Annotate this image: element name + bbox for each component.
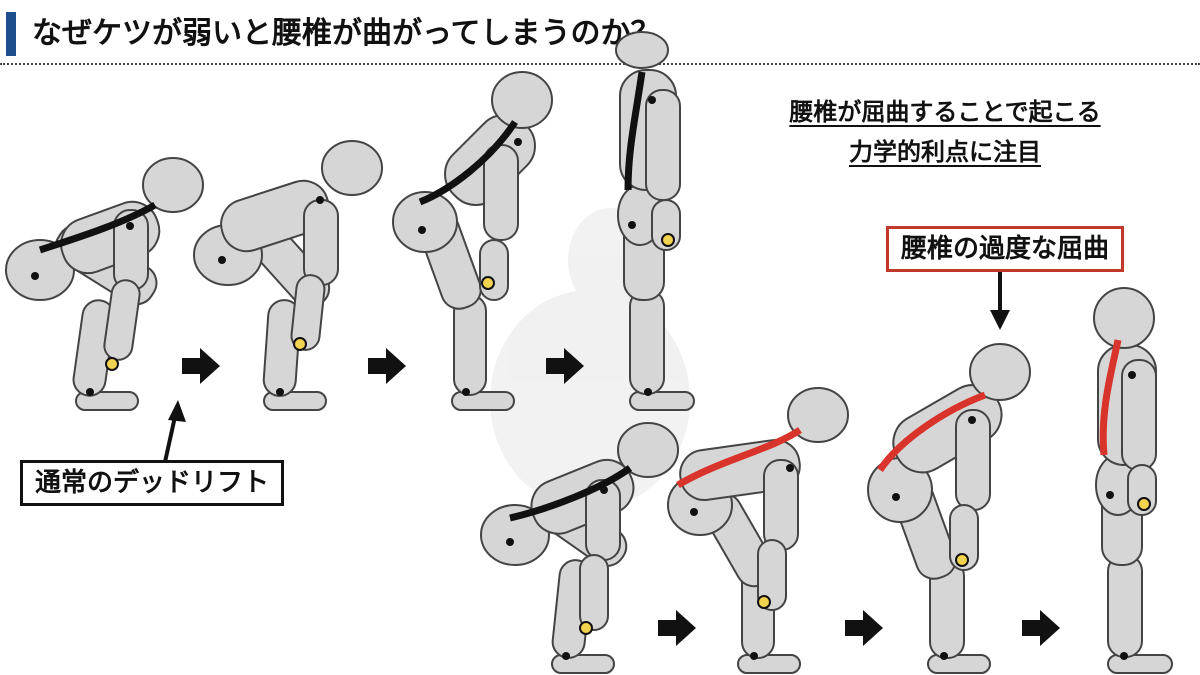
arrow-right-icon: [182, 348, 220, 384]
arrow-right-icon: [845, 610, 883, 646]
arrow-right-icon: [658, 610, 696, 646]
mannequin-top-1: [6, 158, 203, 410]
arrow-up-icon: [165, 400, 186, 462]
excessive-flexion-label: 腰椎の過度な屈曲: [886, 226, 1124, 272]
mannequin-bottom-2: [668, 388, 848, 673]
focus-heading-line2: 力学的利点に注目: [849, 138, 1041, 166]
joint-marker: [106, 358, 118, 370]
focus-heading: 腰椎が屈曲することで起こる 力学的利点に注目: [740, 92, 1150, 172]
arrow-down-icon: [990, 270, 1010, 330]
normal-deadlift-label: 通常のデッドリフト: [20, 460, 284, 506]
mannequin-top-2: [194, 141, 382, 410]
mannequin-bottom-3: [868, 344, 1030, 673]
mannequin-bottom-4: [1094, 288, 1172, 673]
focus-heading-line1: 腰椎が屈曲することで起こる: [789, 98, 1100, 126]
arrow-right-icon: [1022, 610, 1060, 646]
arrow-right-icon: [368, 348, 406, 384]
